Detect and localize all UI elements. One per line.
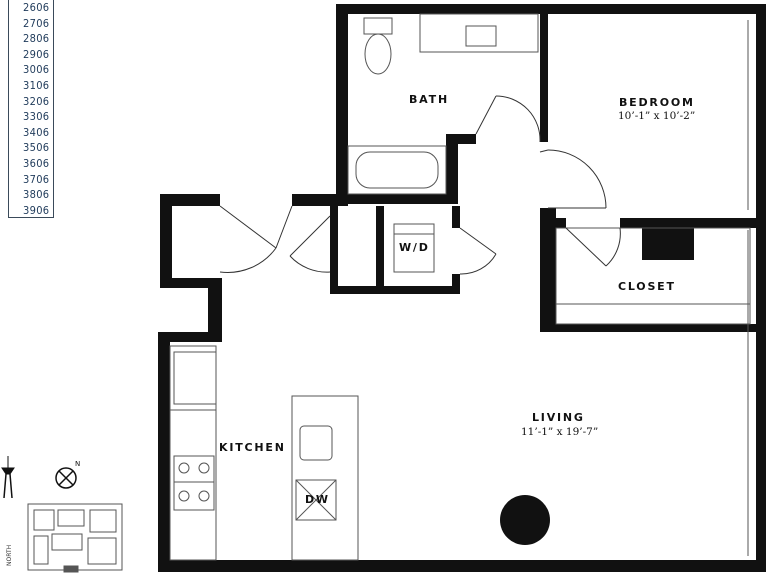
unit-number-list: 2606 2706 2806 2906 3006 3106 3206 3306 … [8, 0, 54, 218]
bedroom-dimensions: 10’-1” x 10’-2” [618, 110, 696, 122]
unit-number[interactable]: 3506 [23, 141, 50, 155]
unit-number[interactable]: 3406 [23, 125, 50, 139]
room-label-bath: BATH [409, 93, 449, 106]
unit-number[interactable]: 2806 [23, 32, 50, 46]
room-label-living: LIVING [532, 411, 585, 424]
fixtures [169, 13, 751, 561]
space-needle-icon [1, 456, 15, 499]
compass-icon [55, 467, 77, 489]
orientation-label: NORTH [6, 544, 13, 566]
unit-number[interactable]: 3006 [23, 63, 50, 77]
unit-number[interactable]: 2706 [23, 16, 50, 30]
walls [158, 4, 766, 572]
unit-number[interactable]: 3806 [23, 188, 50, 202]
room-label-bedroom: BEDROOM [619, 96, 695, 109]
unit-number[interactable]: 2606 [23, 1, 50, 14]
unit-number[interactable]: 3906 [23, 203, 50, 217]
unit-number[interactable]: 3306 [23, 110, 50, 124]
unit-number[interactable]: 3206 [23, 94, 50, 108]
unit-number[interactable]: 3606 [23, 156, 50, 170]
living-dimensions: 11’-1” x 19’-7” [521, 426, 599, 438]
room-label-kitchen: KITCHEN [219, 441, 286, 454]
appliance-label-dw: DW [305, 493, 330, 506]
unit-number[interactable]: 2906 [23, 47, 50, 61]
door-swings [219, 95, 621, 275]
compass-label: N [75, 460, 80, 468]
key-plan [27, 503, 123, 573]
room-label-wd: W/D [399, 241, 430, 254]
unit-number[interactable]: 3106 [23, 78, 50, 92]
unit-number[interactable]: 3706 [23, 172, 50, 186]
room-label-closet: CLOSET [618, 280, 676, 293]
